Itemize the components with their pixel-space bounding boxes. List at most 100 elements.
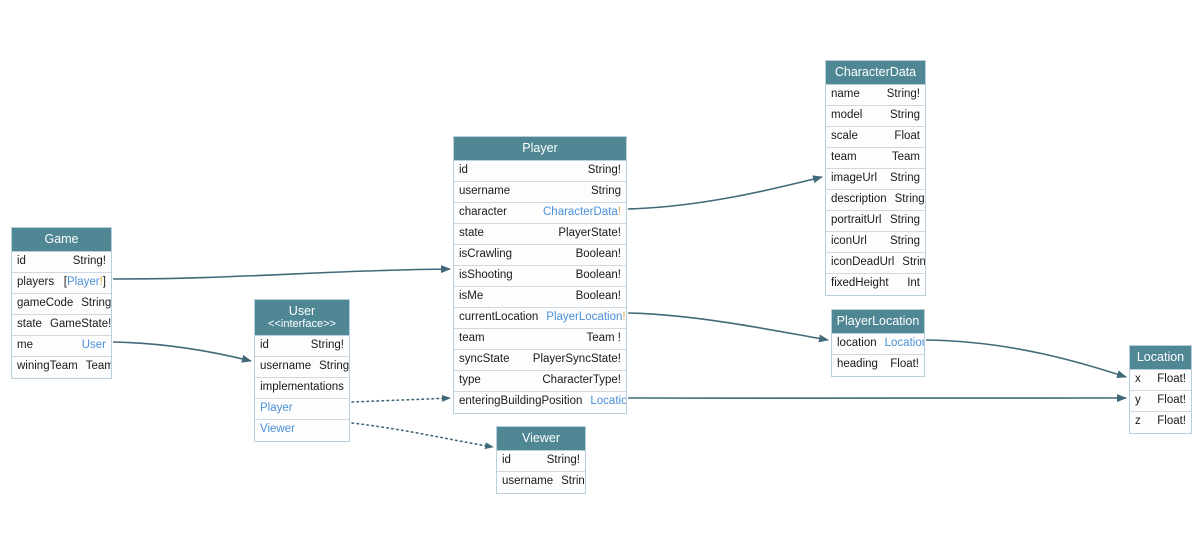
entity-title-game: Game: [12, 228, 111, 252]
entity-title-text: Location: [1136, 350, 1185, 364]
field-type: Team: [85, 360, 111, 373]
field-name: z: [1135, 415, 1141, 428]
entity-stereotype: <<interface>>: [268, 317, 336, 330]
field-type: Float!: [1157, 393, 1186, 406]
field-name: fixedHeight: [831, 277, 889, 290]
field-row-user-Player[interactable]: Player: [255, 398, 349, 420]
edge-user-player-implements: [351, 394, 451, 403]
edge-player-character-to-characterdata: [627, 175, 823, 210]
field-type: Boolean!: [575, 289, 621, 302]
entity-title-location: Location: [1130, 346, 1191, 370]
field-name: portraitUrl: [831, 213, 882, 226]
field-type: PlayerState!: [558, 226, 621, 239]
field-row-characterData-portraitUrl[interactable]: portraitUrl String: [826, 210, 925, 232]
field-name: state: [17, 317, 42, 330]
field-name: id: [459, 163, 468, 176]
field-type: String: [319, 359, 349, 372]
field-type: String: [894, 192, 925, 205]
field-type: String: [889, 213, 920, 226]
field-name: currentLocation: [459, 310, 539, 323]
edge-user-viewer-implements: [351, 422, 494, 450]
field-row-characterData-description[interactable]: description String: [826, 189, 925, 211]
field-type: Team !: [586, 331, 621, 344]
field-type: PlayerSyncState!: [532, 352, 621, 365]
field-type: GameState!: [49, 317, 111, 330]
field-type: String: [889, 234, 920, 247]
field-row-playerLocation-location[interactable]: location Location!: [832, 333, 924, 355]
field-row-user-Viewer[interactable]: Viewer: [255, 419, 349, 441]
field-row-player-isMe[interactable]: isMe Boolean!: [454, 286, 626, 308]
field-row-location-z[interactable]: z Float!: [1130, 411, 1191, 433]
entity-title-player: Player: [454, 137, 626, 161]
field-name: location: [837, 336, 877, 349]
field-row-game-state[interactable]: state GameState!: [12, 314, 111, 336]
field-row-player-team[interactable]: team Team !: [454, 328, 626, 350]
field-name: name: [831, 87, 860, 100]
field-name: id: [260, 338, 269, 351]
field-row-location-y[interactable]: y Float!: [1130, 390, 1191, 412]
field-name: description: [831, 192, 887, 205]
field-name: y: [1135, 393, 1141, 406]
entity-title-text: User: [288, 304, 316, 318]
field-name: username: [502, 475, 554, 488]
edge-game-me-to-user: [112, 341, 252, 363]
field-row-game-players[interactable]: players[Player!]: [12, 272, 111, 294]
field-name: Viewer: [260, 423, 295, 436]
field-name: heading: [837, 358, 878, 371]
field-row-user-implementations[interactable]: implementations: [255, 377, 349, 399]
entity-title-text: Player: [522, 141, 558, 155]
field-row-player-enteringBuildingPosition[interactable]: enteringBuildingPositionLocation: [454, 391, 626, 413]
entity-title-user: User<<interface>>: [255, 300, 349, 336]
field-name: team: [459, 331, 485, 344]
field-name: isMe: [459, 289, 484, 302]
entity-title-playerLocation: PlayerLocation: [832, 310, 924, 334]
field-name: me: [17, 338, 33, 351]
field-name: x: [1135, 372, 1141, 385]
field-type: Location!: [884, 336, 924, 349]
field-type: Float!: [1157, 415, 1186, 428]
field-row-characterData-iconDeadUrl[interactable]: iconDeadUrlString: [826, 252, 925, 274]
field-name: team: [831, 150, 857, 163]
field-type: CharacterType!: [542, 373, 621, 386]
field-type: String!: [81, 296, 111, 309]
field-type: String: [590, 184, 621, 197]
entity-node-playerLocation[interactable]: PlayerLocation location Location! headingFl…: [831, 309, 925, 377]
field-type: String: [889, 171, 920, 184]
field-name: iconDeadUrl: [831, 255, 895, 268]
field-name: character: [459, 205, 507, 218]
field-name: enteringBuildingPosition: [459, 395, 583, 408]
